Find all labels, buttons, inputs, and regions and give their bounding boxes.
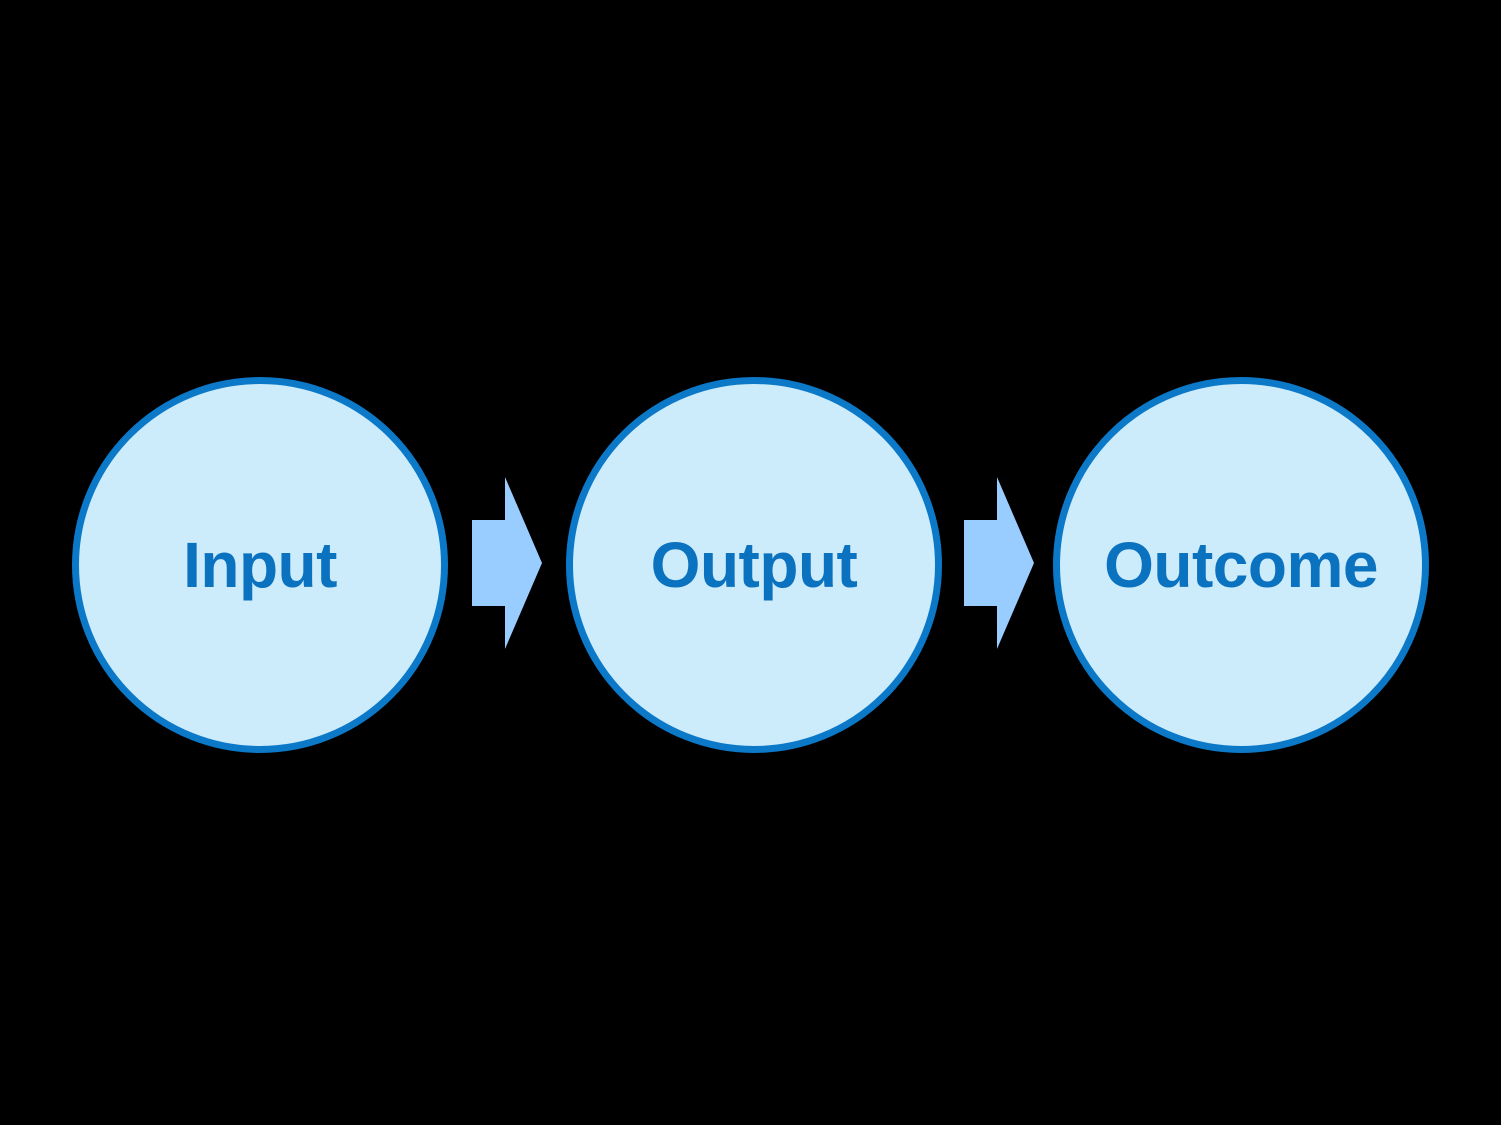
arrow-right-shape <box>964 477 1034 649</box>
node-outcome-label: Outcome <box>1104 529 1378 601</box>
arrow-right-icon-input-to-output <box>472 477 542 649</box>
node-output-label: Output <box>650 529 858 601</box>
node-outcome[interactable]: Outcome <box>1053 377 1429 753</box>
node-input[interactable]: Input <box>72 377 448 753</box>
node-input-label: Input <box>183 529 337 601</box>
arrow-right-shape <box>472 477 542 649</box>
arrow-right-icon-output-to-outcome <box>964 477 1034 649</box>
node-output[interactable]: Output <box>566 377 942 753</box>
